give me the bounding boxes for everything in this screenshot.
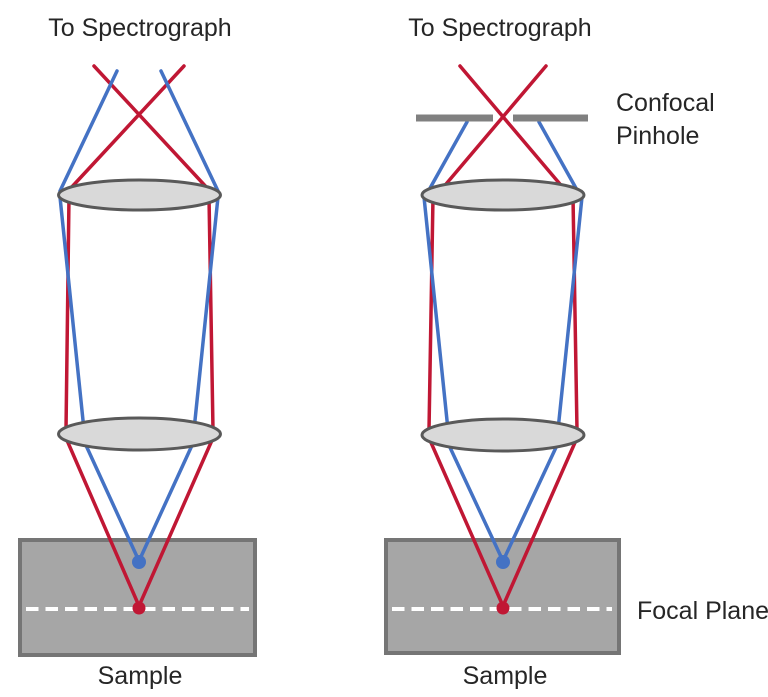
left-lower-lens [57, 416, 222, 452]
right-diagram: To Spectrograph Sample Confocal Pi [384, 14, 768, 690]
right-red-ray-upper-1 [458, 64, 567, 192]
right-red-ray-mid-right [571, 195, 579, 432]
left-blue-ray-mid-left [58, 195, 86, 432]
left-red-ray-upper-2 [67, 64, 186, 192]
right-red-ray-mid-left [427, 195, 435, 432]
left-red-ray-mid-left [64, 195, 71, 432]
confocal-pinhole-label-line1: Confocal [616, 89, 715, 117]
right-upper-lens [420, 178, 586, 212]
right-red-ray-upper-2 [439, 64, 548, 192]
left-sample-label: Sample [98, 662, 183, 690]
left-title: To Spectrograph [48, 14, 231, 42]
pinhole-bar-right [513, 114, 588, 122]
confocal-pinhole-label-line2: Pinhole [616, 122, 699, 150]
right-blue-ray-lower-left [445, 439, 505, 563]
left-red-ray-lower-right [137, 436, 215, 608]
left-upper-lens [57, 178, 222, 212]
right-sample-label: Sample [463, 662, 548, 690]
left-blue-ray-lower-left [82, 439, 141, 563]
right-lower-lens [420, 417, 586, 453]
right-blue-ray-upper-left [427, 120, 469, 192]
focal-plane-label: Focal Plane [637, 597, 768, 625]
right-blue-ray-mid-right [556, 195, 584, 432]
right-blue-ray-mid-left [422, 195, 450, 432]
left-red-ray-lower-left [64, 436, 141, 608]
pinhole-bar-left [416, 114, 493, 122]
left-red-focal-point [132, 601, 146, 615]
right-red-ray-lower-left [427, 436, 505, 608]
right-title: To Spectrograph [408, 14, 591, 42]
left-blue-ray-upper-left [58, 69, 119, 193]
right-blue-focal-point [496, 555, 510, 569]
left-red-ray-upper-1 [92, 64, 211, 192]
right-red-focal-point [496, 601, 510, 615]
right-red-ray-lower-right [501, 436, 579, 608]
left-diagram: To Spectrograph Sample [18, 14, 257, 690]
right-blue-ray-lower-right [501, 439, 561, 563]
left-blue-ray-lower-right [137, 439, 196, 563]
left-blue-ray-mid-right [192, 195, 220, 432]
left-blue-focal-point [132, 555, 146, 569]
left-blue-ray-upper-right [159, 69, 220, 193]
left-red-ray-mid-right [207, 195, 215, 432]
right-blue-ray-upper-right [537, 120, 579, 192]
